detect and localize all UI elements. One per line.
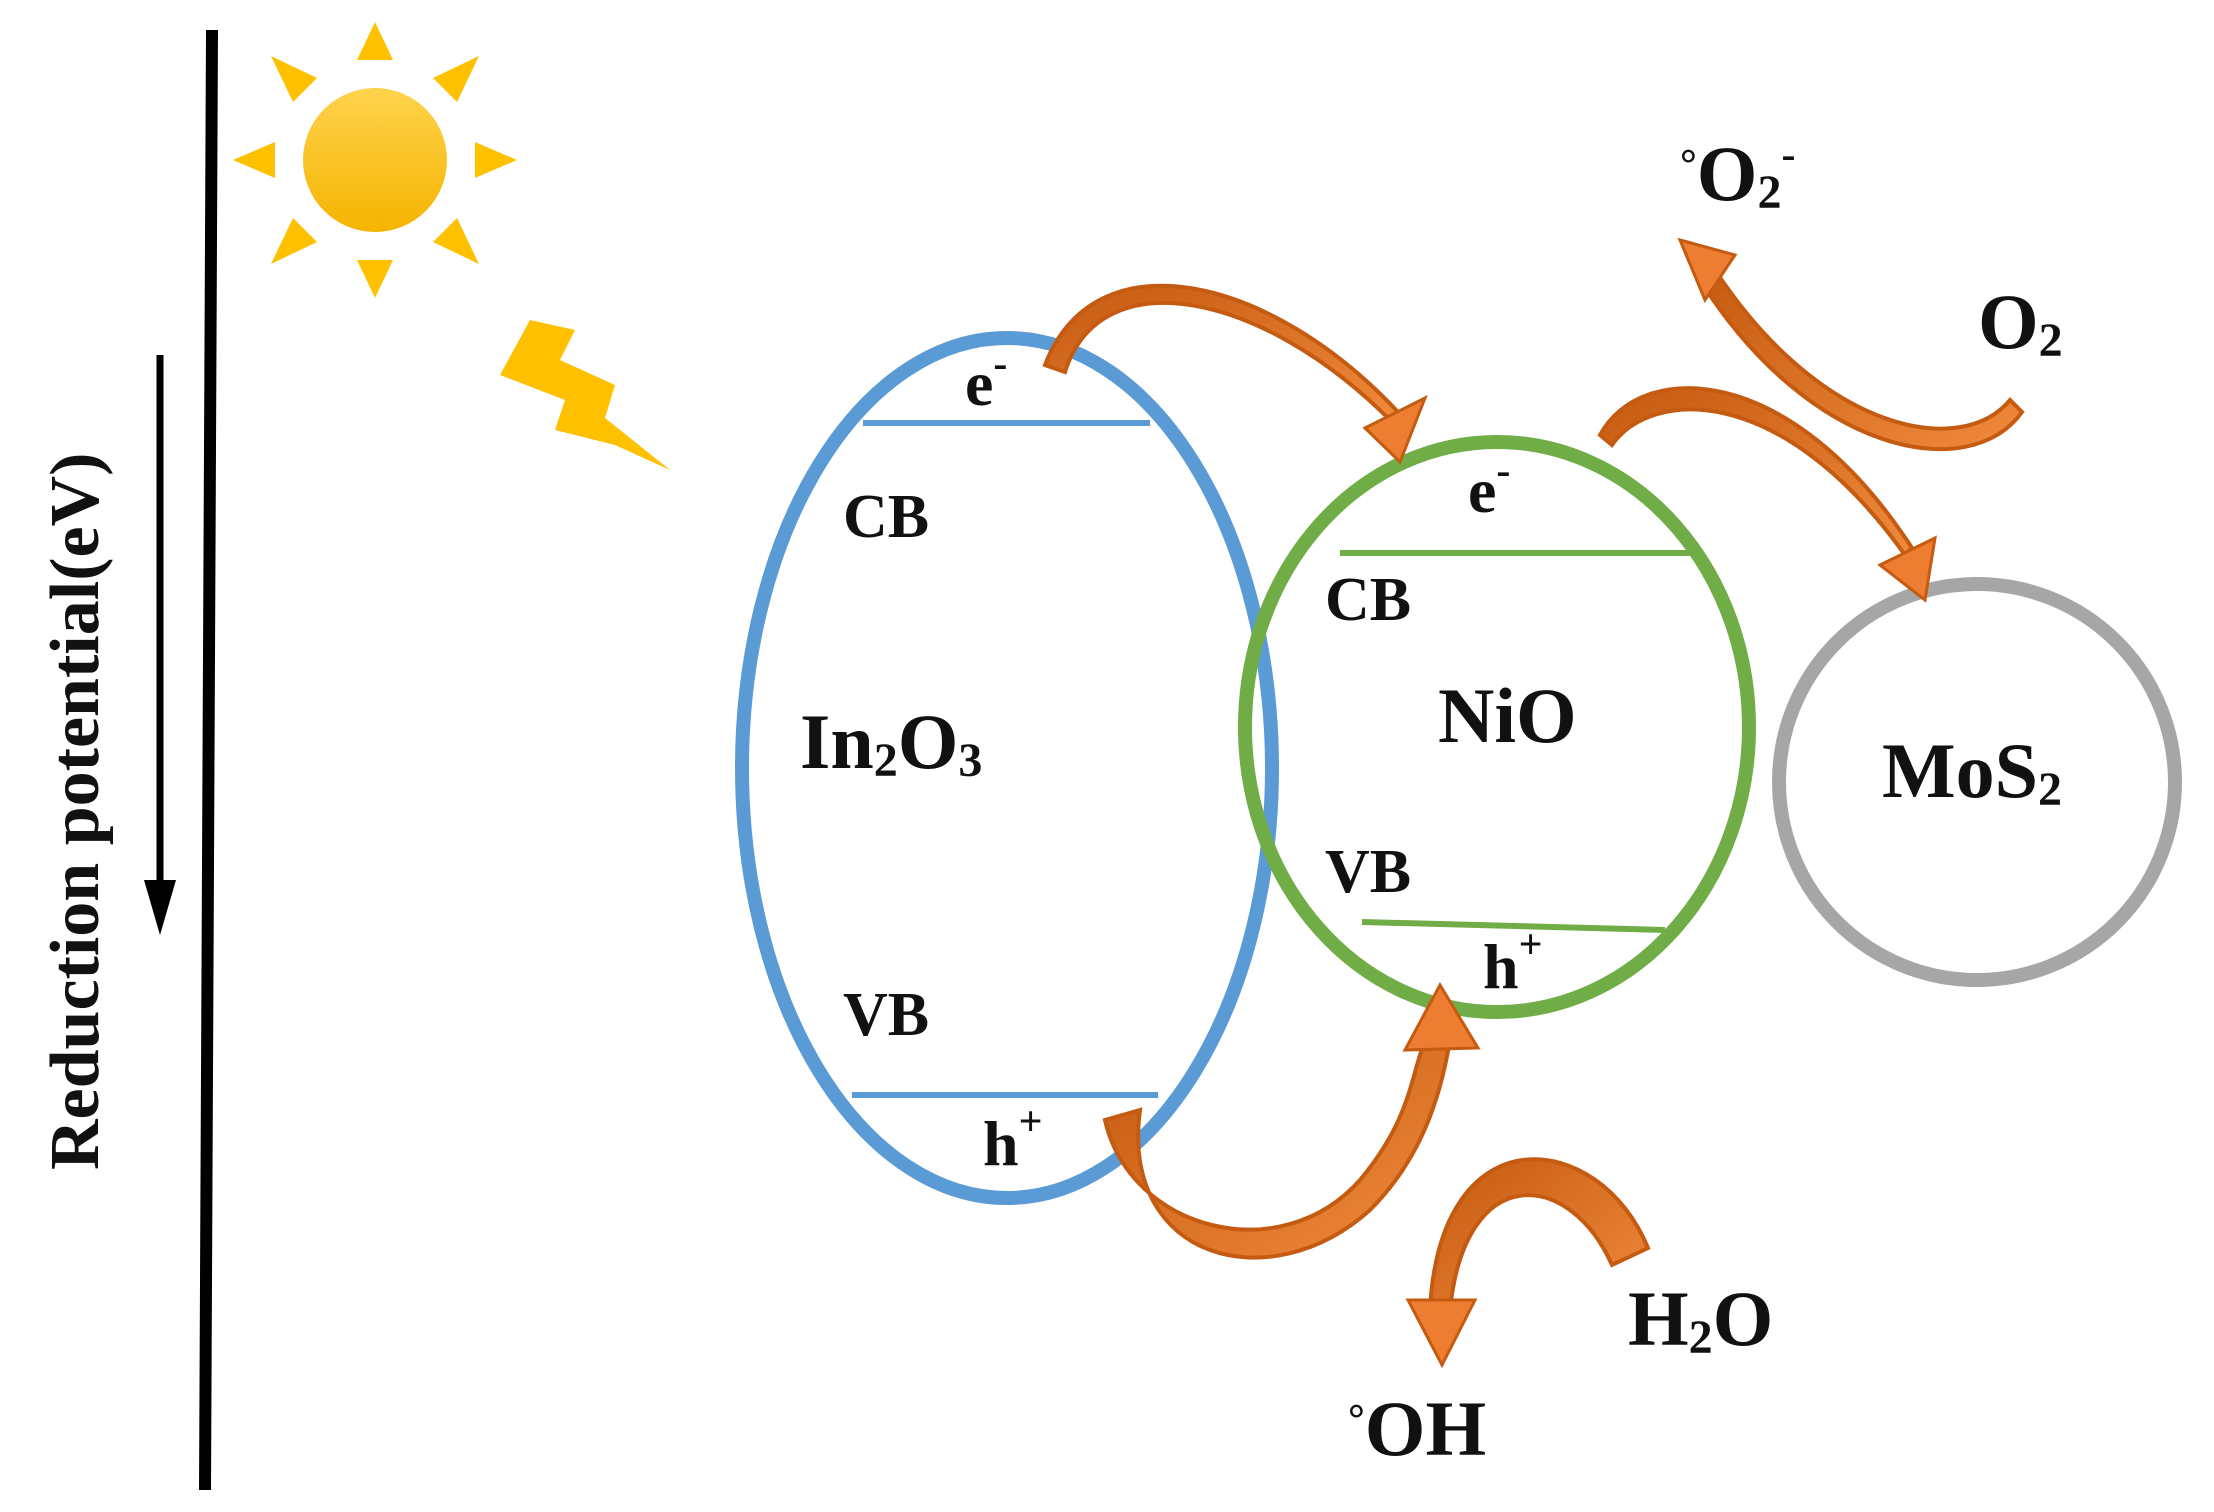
oxygen-label: O2 (1978, 278, 2063, 367)
mos2-name: MoS2 (1882, 727, 2062, 816)
lightning-bolt-icon (500, 320, 670, 470)
nio-vb-label: VB (1325, 838, 1411, 906)
in2o3-name: In2O3 (800, 698, 982, 787)
in2o3-hole: h+ (983, 1099, 1043, 1179)
nio-vb-line (1361, 919, 1666, 933)
nio-cb-label: CB (1325, 566, 1411, 634)
nio-ellipse (1238, 435, 1756, 1019)
nio-electron: e- (1468, 448, 1510, 526)
axis-label: Reduction potential(eV) (37, 453, 114, 1170)
hydroxyl-label: °OH (1348, 1385, 1486, 1472)
water-label: H2O (1628, 1275, 1773, 1364)
in2o3-cb-label: CB (843, 483, 929, 551)
reduction-arrow (144, 355, 176, 935)
oxygen-reduction-arrow (1677, 237, 2025, 452)
axis-line (199, 29, 218, 1491)
mos2-circle (1772, 577, 2182, 987)
sun-icon (233, 22, 517, 298)
in2o3-electron: e- (965, 341, 1007, 419)
electron-transfer-arrow (1042, 283, 1428, 465)
nio-hole: h+ (1483, 922, 1543, 1002)
electron-to-mos2-arrow (1597, 386, 1937, 603)
hole-transfer-arrow (1102, 981, 1481, 1260)
nio-name: NiO (1438, 672, 1577, 759)
in2o3-ellipse (735, 331, 1279, 1205)
water-oxidation-arrow (1405, 1157, 1651, 1369)
in2o3-vb-label: VB (843, 981, 929, 1049)
superoxide-label: °O2- (1680, 130, 1795, 219)
